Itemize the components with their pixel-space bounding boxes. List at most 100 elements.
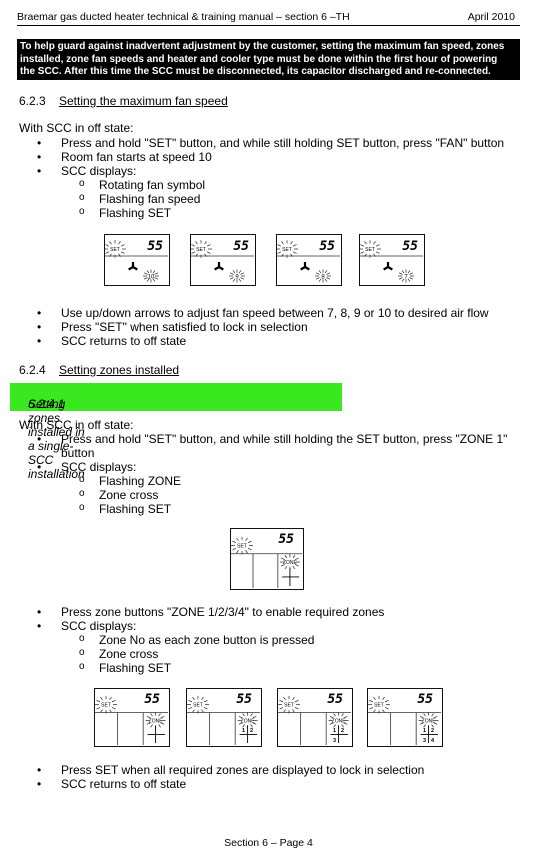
zone-label: ZONE xyxy=(283,560,298,566)
bullet-item: SCC displays: xyxy=(19,164,519,178)
sub-item: Flashing ZONE xyxy=(19,473,519,488)
bullet-item: SCC returns to off state xyxy=(19,777,519,791)
flash-rays xyxy=(190,240,212,258)
sub-item: Flashing SET xyxy=(19,660,519,675)
bullet-text: button xyxy=(61,446,95,460)
temp-digits: 55 xyxy=(233,239,249,254)
flash-rays xyxy=(328,712,349,729)
flash-rays xyxy=(145,712,166,729)
set-label: SET xyxy=(374,703,384,709)
page-footer: Section 6 – Page 4 xyxy=(224,837,313,849)
fan-icon xyxy=(383,262,393,271)
sub-item: Flashing SET xyxy=(19,501,519,516)
bullet-item: Press "SET" when satisfied to lock in se… xyxy=(19,320,519,334)
bullet-item: Press SET when all required zones are di… xyxy=(19,763,519,777)
sub-item: Zone No as each zone button is pressed xyxy=(19,632,519,647)
temp-digits: 55 xyxy=(147,239,163,254)
set-label: SET xyxy=(196,247,206,253)
bullet-item: SCC displays: xyxy=(19,460,519,474)
set-label: SET xyxy=(110,247,120,253)
fan-speed-value: 7 xyxy=(404,275,408,281)
zone-number: 2 xyxy=(341,728,344,734)
zone-number: 1 xyxy=(423,728,426,734)
flash-rays xyxy=(315,269,331,283)
zone-number: 1 xyxy=(333,728,336,734)
temp-digits: 55 xyxy=(278,532,294,547)
warning-line: To help guard against inadvertent adjust… xyxy=(20,41,505,52)
set-label: SET xyxy=(101,703,111,709)
zone-number: 1 xyxy=(242,728,245,734)
bullet-item: Press zone buttons "ZONE 1/2/3/4" to ena… xyxy=(19,605,519,619)
section-title: Setting zones installed xyxy=(59,363,180,377)
zone-label: ZONE xyxy=(422,718,437,724)
bullet-item: Press and hold "SET" button, and while s… xyxy=(19,432,519,460)
flash-rays xyxy=(187,695,209,714)
flash-rays xyxy=(418,712,439,729)
set-label: SET xyxy=(237,544,247,550)
fan-speed-value: 10 xyxy=(148,275,155,281)
warning-line: the SCC. After this time the SCC must be… xyxy=(20,66,491,78)
set-label: SET xyxy=(193,703,203,709)
section-number: 6.2.4 xyxy=(19,363,46,377)
sub-item: Rotating fan symbol xyxy=(19,177,519,192)
warning-box: To help guard against inadvertent adjust… xyxy=(17,39,520,80)
zone-label: ZONE xyxy=(241,718,256,724)
flash-rays xyxy=(229,269,245,283)
flash-rays xyxy=(398,269,414,283)
bullet-text: Press and hold "SET" button, and while s… xyxy=(61,432,508,446)
sub-item: Zone cross xyxy=(19,487,519,502)
header-date: April 2010 xyxy=(467,11,515,23)
intro-text: With SCC in off state: xyxy=(19,121,134,135)
bullet-item: SCC returns to off state xyxy=(19,334,519,348)
zone-number: 3 xyxy=(333,738,336,744)
zone-after-steps: Press SET when all required zones are di… xyxy=(19,763,519,791)
zone-label: ZONE xyxy=(149,718,164,724)
intro-text: With SCC in off state: xyxy=(19,418,134,432)
subsection-number: 6.2.4.1 xyxy=(28,397,65,411)
zone-steps-2: Press zone buttons "ZONE 1/2/3/4" to ena… xyxy=(19,605,519,675)
sub-item: Zone cross xyxy=(19,646,519,661)
sub-item: Flashing SET xyxy=(19,205,519,220)
subsection-heading-6241: 6.2.4.1 Setting zones installed in a sin… xyxy=(10,383,342,481)
fan-after-steps: Use up/down arrows to adjust fan speed b… xyxy=(19,306,519,348)
set-label: SET xyxy=(365,247,375,253)
fan-speed-value: 9 xyxy=(235,275,239,281)
header-title: Braemar gas ducted heater technical & tr… xyxy=(17,11,350,23)
fan-icon xyxy=(300,262,310,271)
set-label: SET xyxy=(282,247,292,253)
zone-label: ZONE xyxy=(332,718,347,724)
flash-rays xyxy=(278,695,300,714)
zone-steps: Press and hold "SET" button, and while s… xyxy=(19,432,519,516)
zone-number: 4 xyxy=(431,738,435,744)
flash-rays xyxy=(276,240,298,258)
fan-icon xyxy=(128,262,138,271)
flash-rays xyxy=(231,536,253,555)
temp-digits: 55 xyxy=(144,692,160,707)
flash-rays xyxy=(104,240,126,258)
zone-number: 2 xyxy=(250,728,253,734)
section-number: 6.2.3 xyxy=(19,94,46,108)
flash-rays xyxy=(368,695,390,714)
set-label: SET xyxy=(284,703,294,709)
section-heading-624: 6.2.4 Setting zones installed xyxy=(19,363,179,377)
flash-rays xyxy=(359,240,381,258)
sub-item: Flashing fan speed xyxy=(19,191,519,206)
flash-rays xyxy=(95,695,117,714)
temp-digits: 55 xyxy=(417,692,433,707)
bullet-item: Room fan starts at speed 10 xyxy=(19,150,519,164)
header-divider xyxy=(17,25,520,26)
temp-digits: 55 xyxy=(327,692,343,707)
zone-number: 2 xyxy=(431,728,434,734)
flash-rays xyxy=(143,269,159,283)
bullet-item: SCC displays: xyxy=(19,619,519,633)
bullet-item: Press and hold "SET" button, and while s… xyxy=(19,136,519,150)
zone-number: 3 xyxy=(423,738,426,744)
